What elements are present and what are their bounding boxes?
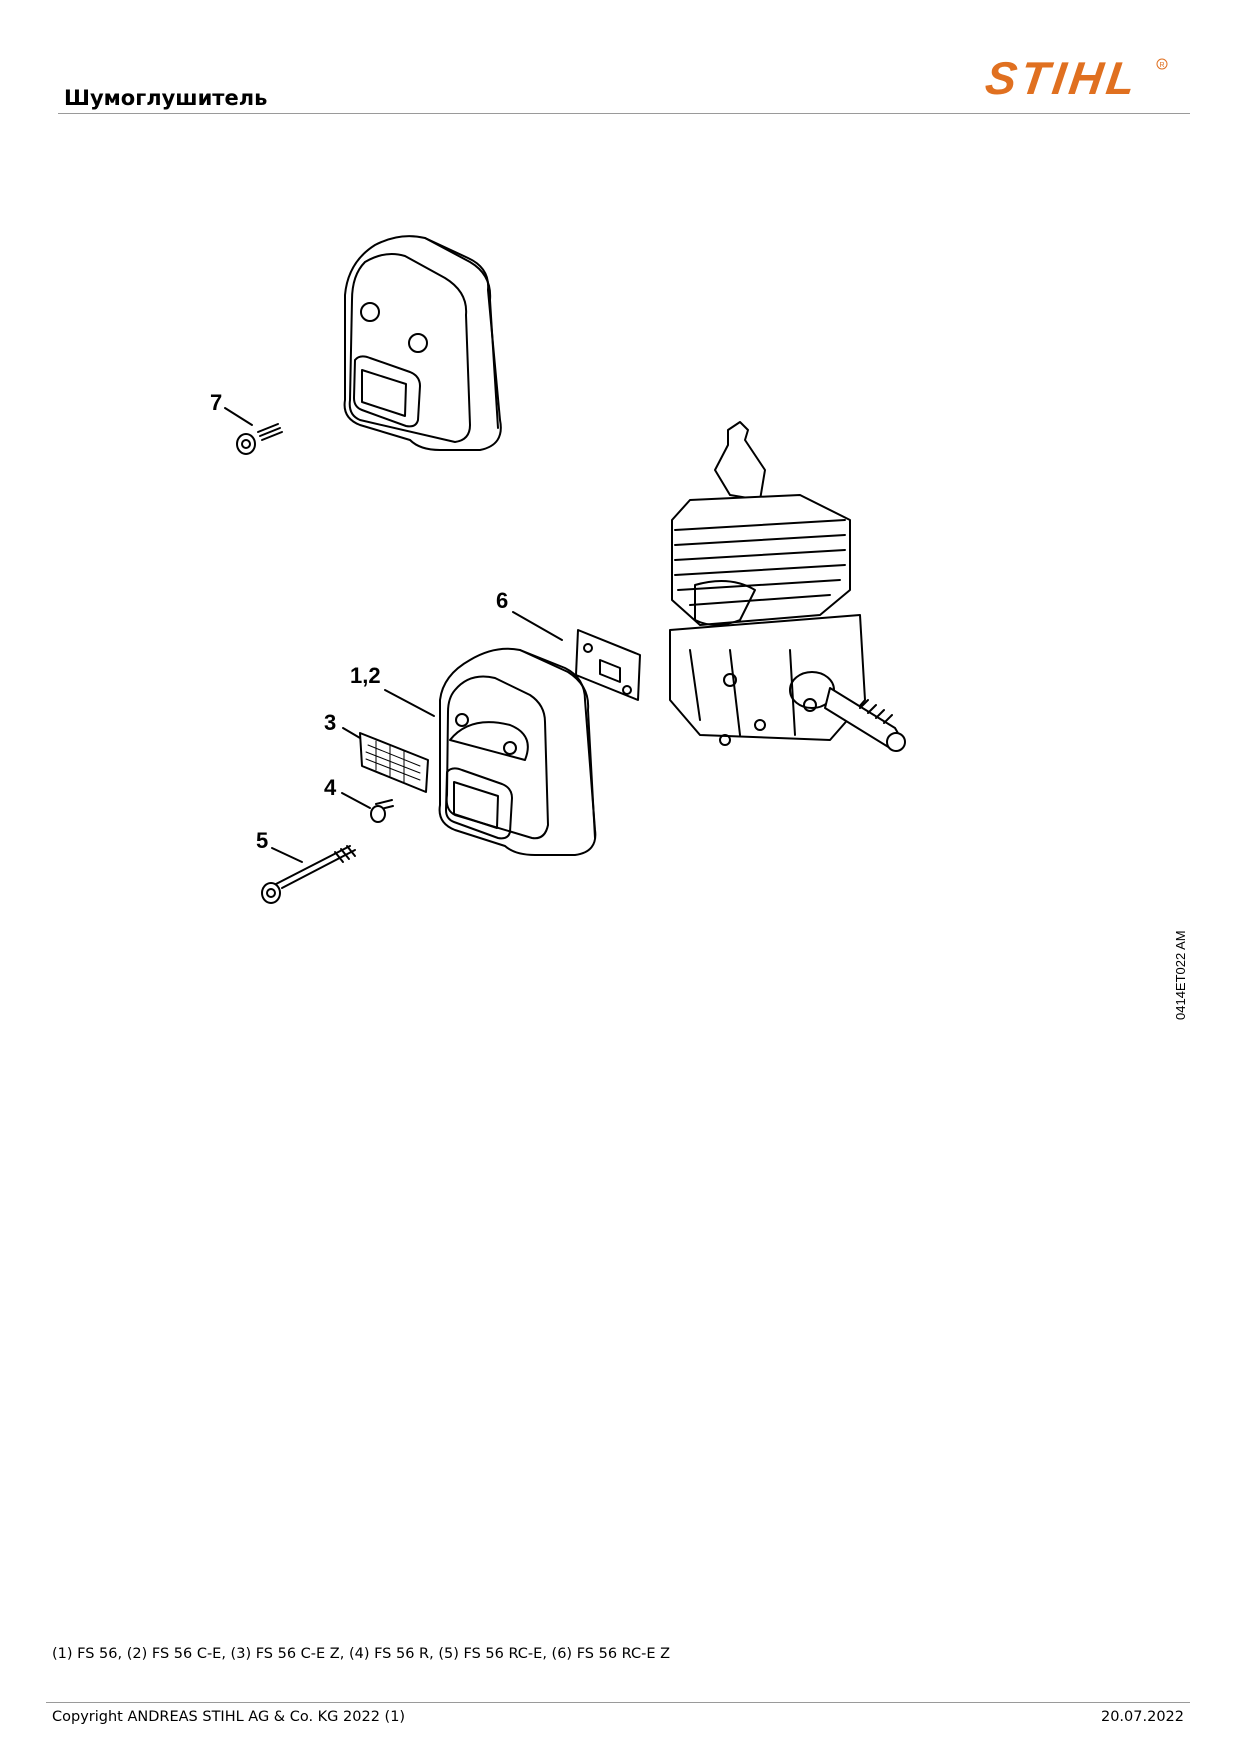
muffler-1-2	[438, 647, 597, 856]
callout-3: 3	[324, 710, 336, 735]
svg-text:R: R	[1160, 62, 1165, 69]
drawing-code: 0414ET022 AM	[1173, 930, 1188, 1020]
screen-3	[342, 727, 429, 793]
callout-1-2: 1,2	[350, 663, 381, 688]
screw-7	[224, 407, 283, 455]
screw-5	[261, 845, 356, 904]
page-title: Шумоглушитель	[64, 86, 268, 110]
svg-text:STIHL: STIHL	[984, 52, 1143, 104]
callout-5: 5	[256, 828, 268, 853]
stihl-logo: STIHL R	[984, 52, 1168, 104]
screw-4	[341, 792, 394, 823]
header-divider	[58, 113, 1190, 114]
callout-7: 7	[210, 390, 222, 415]
footer-divider	[46, 1702, 1190, 1703]
engine-cylinder	[669, 421, 906, 752]
model-legend: (1) FS 56, (2) FS 56 C-E, (3) FS 56 C-E …	[52, 1646, 671, 1662]
callout-6: 6	[496, 588, 508, 613]
exploded-parts-diagram: 7 6 1,2	[210, 235, 906, 904]
callout-4: 4	[324, 775, 337, 800]
muffler-shield-upper	[343, 235, 502, 451]
gasket-6	[512, 611, 641, 701]
document-date: 20.07.2022	[1100, 1709, 1184, 1725]
copyright-text: Copyright ANDREAS STIHL AG & Co. KG 2022…	[52, 1709, 406, 1725]
